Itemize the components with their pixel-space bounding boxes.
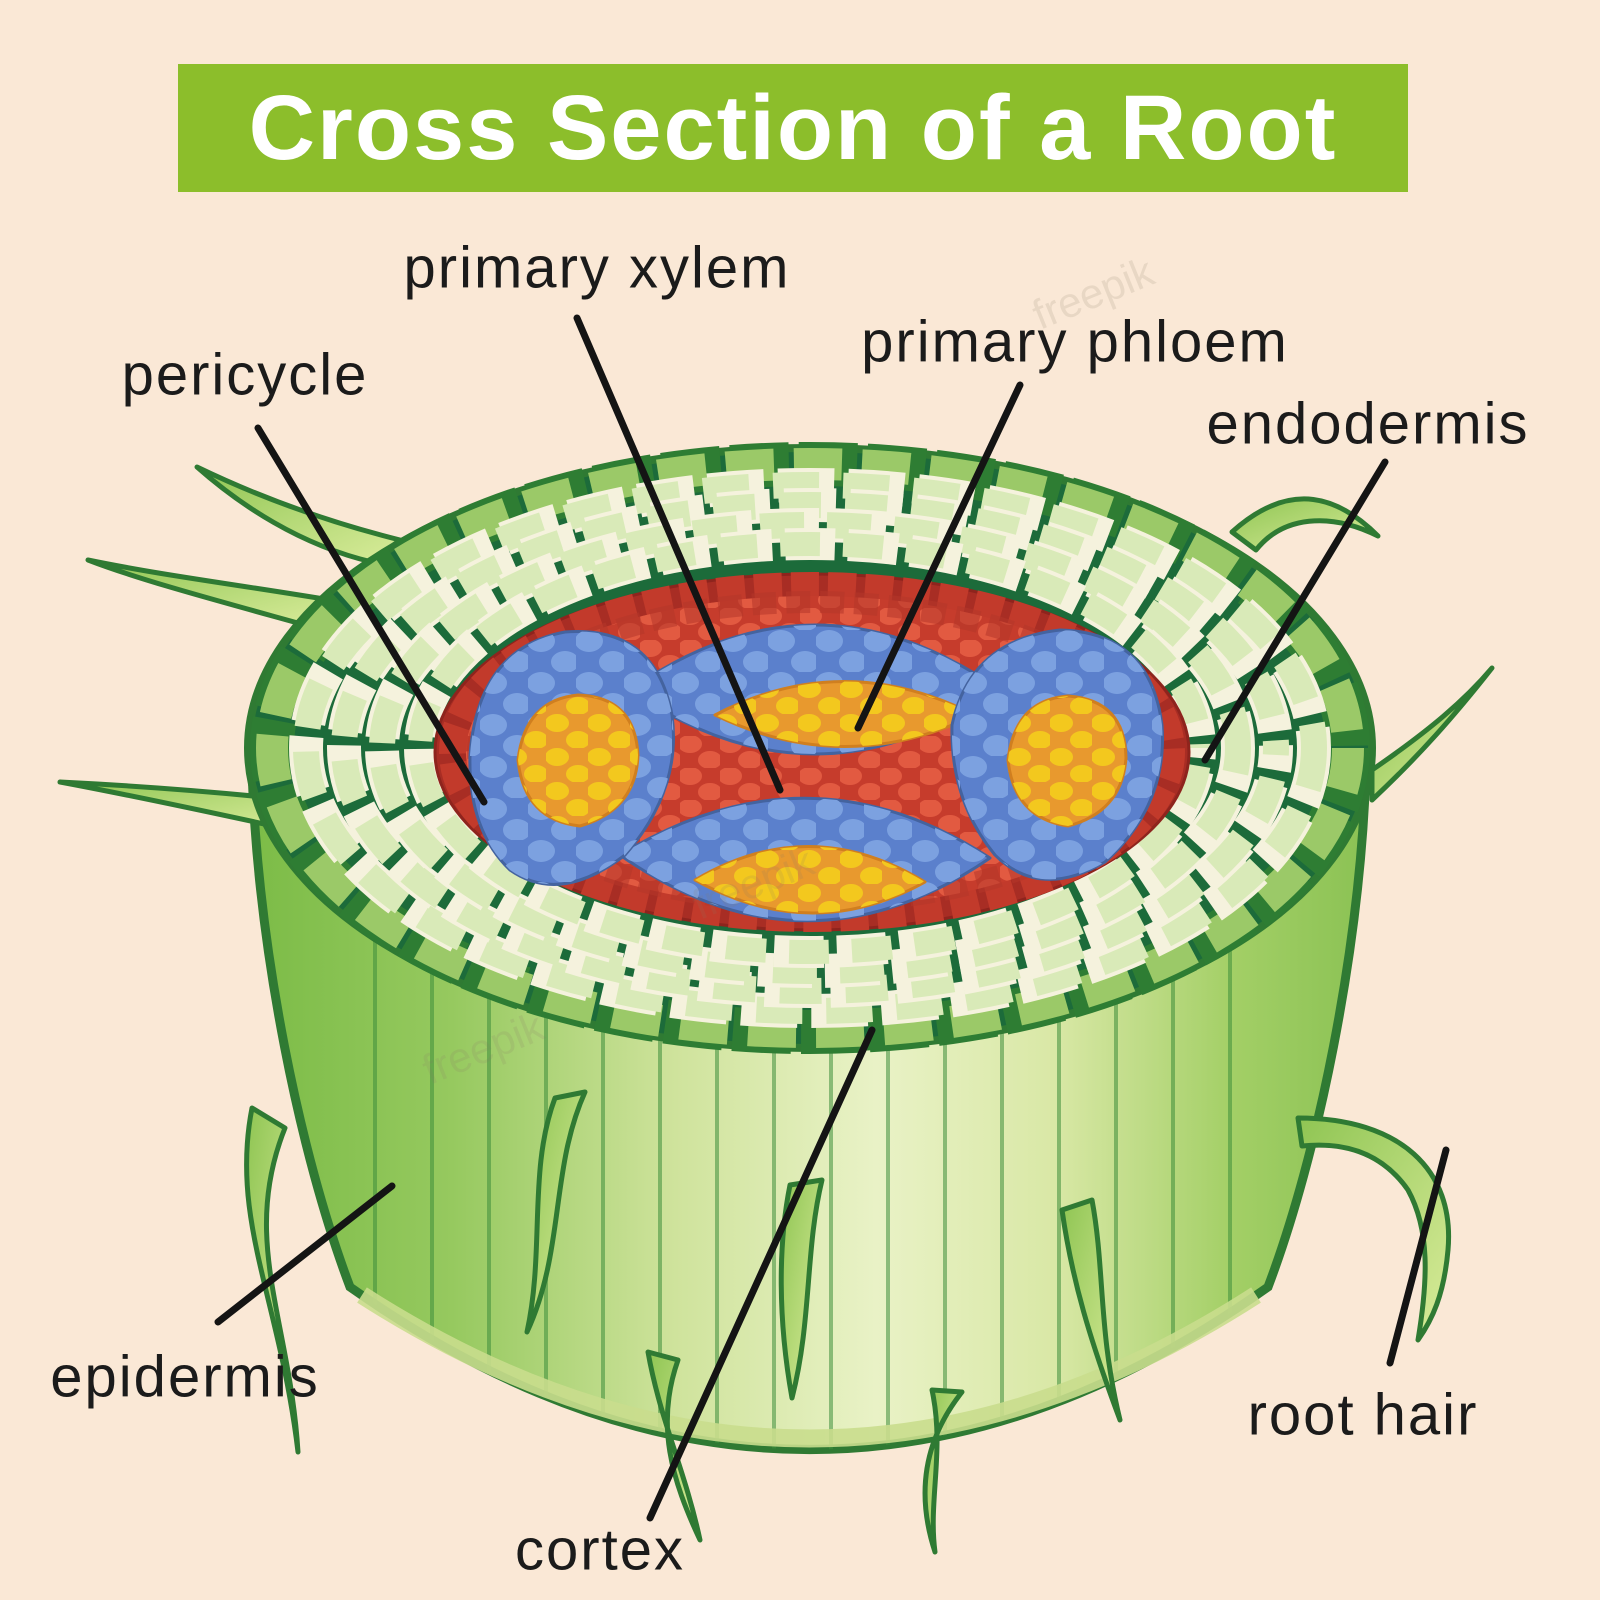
page-title: Cross Section of a Root bbox=[248, 76, 1338, 179]
leader-line-endodermis bbox=[1201, 458, 1389, 764]
leader-line-root-hair bbox=[1386, 1146, 1450, 1367]
xylem-centre-bottom-cells bbox=[695, 846, 925, 914]
root-hair-shape bbox=[85, 557, 333, 628]
label-pericycle: pericycle bbox=[121, 342, 369, 408]
root-hair-shape bbox=[1295, 1115, 1452, 1343]
xylem-centre-right-cells bbox=[1008, 696, 1126, 826]
label-root-hair: root hair bbox=[1247, 1382, 1479, 1448]
label-primary-phloem: primary phloem bbox=[861, 309, 1289, 375]
label-primary-xylem: primary xylem bbox=[403, 235, 791, 301]
label-cortex: cortex bbox=[515, 1517, 685, 1583]
title-banner: Cross Section of a Root bbox=[178, 64, 1408, 192]
root-hair-shape bbox=[1059, 1197, 1123, 1423]
root-hair-shape bbox=[244, 1105, 301, 1455]
cortex-cell-rings bbox=[289, 468, 1331, 1028]
root-hairs-back bbox=[57, 464, 1495, 833]
root-hair-shape bbox=[922, 1387, 965, 1555]
root-hair-shape bbox=[57, 779, 295, 833]
root-hair-shape bbox=[1369, 665, 1495, 803]
leader-lines bbox=[214, 314, 1450, 1522]
root-hair-shape bbox=[645, 1349, 703, 1543]
leader-line-pericycle bbox=[254, 424, 488, 806]
wall-bottom-rim-highlight bbox=[357, 1287, 1261, 1448]
cross-section-face bbox=[244, 442, 1376, 1054]
label-endodermis: endodermis bbox=[1206, 391, 1530, 457]
leader-line-primary-phloem bbox=[854, 381, 1024, 732]
epidermis-cell-ring bbox=[250, 442, 1370, 1054]
xylem-centre-top-cells bbox=[715, 681, 975, 747]
root-hair-shape bbox=[524, 1089, 588, 1335]
xylem-centre-left-cells bbox=[518, 695, 638, 826]
vascular-bundles bbox=[468, 623, 1165, 923]
label-epidermis: epidermis bbox=[50, 1344, 320, 1410]
leader-line-epidermis bbox=[214, 1182, 396, 1326]
leader-line-primary-xylem bbox=[573, 314, 784, 794]
root-hair-shape bbox=[194, 464, 403, 565]
root-hair-shape bbox=[1229, 496, 1381, 553]
root-hairs-front bbox=[244, 1089, 1452, 1555]
root-hair-shape bbox=[778, 1177, 825, 1401]
leader-line-cortex bbox=[646, 1026, 876, 1522]
